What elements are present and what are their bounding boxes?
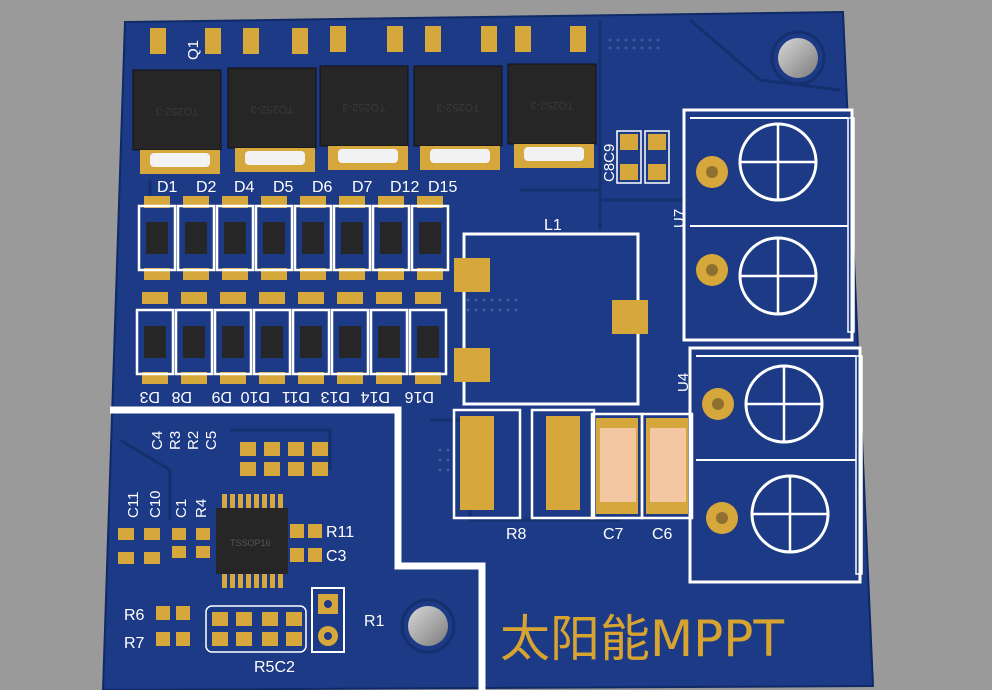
label-c5: C5: [203, 431, 220, 450]
mosfet-package-label-5: TO252-3: [530, 99, 573, 111]
label-d3: D3: [139, 388, 160, 405]
mounting-hole-bottom: [400, 598, 456, 654]
label-c6: C6: [652, 526, 673, 543]
label-d5: D5: [273, 179, 294, 196]
label-d10: D10: [241, 388, 270, 405]
label-r8: R8: [506, 526, 527, 543]
passive-r5-c2: [205, 605, 307, 653]
control-ic: [216, 494, 288, 588]
label-r11: R11: [326, 524, 354, 541]
label-c7: C7: [603, 526, 624, 543]
label-l1: L1: [544, 217, 562, 234]
passive-array-left: [118, 528, 210, 564]
mosfet-package-label-1: TO252-3: [155, 105, 198, 117]
label-d13: D13: [321, 388, 350, 405]
label-r1: R1: [364, 613, 385, 630]
label-r7: R7: [124, 635, 145, 652]
mosfet-package-label-4: TO252-3: [436, 101, 479, 113]
label-c10: C10: [147, 490, 164, 518]
label-c3: C3: [326, 548, 347, 565]
label-d9: D9: [211, 388, 232, 405]
label-d4: D4: [234, 179, 255, 196]
diode-row-top: [137, 196, 450, 280]
label-c11: C11: [125, 492, 142, 518]
mosfet-package-label-3: TO252-3: [342, 101, 385, 113]
label-d7: D7: [352, 179, 373, 196]
label-d12: D12: [390, 179, 419, 196]
label-c8c9: C8C9: [601, 144, 618, 182]
terminal-block-u7: [682, 108, 855, 342]
mosfet-package-label-2: TO252-3: [250, 103, 293, 115]
silk-divider: [110, 406, 486, 690]
label-r2: R2: [185, 431, 202, 450]
passive-r11-c3: [290, 524, 322, 562]
label-d14: D14: [361, 388, 390, 405]
q1-label: Q1: [185, 40, 202, 60]
caps-c7-c6: [590, 412, 694, 520]
label-d1: D1: [157, 179, 178, 196]
label-c1: C1: [173, 499, 190, 518]
jumper-r1: [311, 587, 345, 653]
label-r6: R6: [124, 607, 145, 624]
label-d2: D2: [196, 179, 217, 196]
label-u4: U4: [675, 373, 692, 392]
label-r4: R4: [193, 499, 210, 518]
label-d6: D6: [312, 179, 333, 196]
label-u7: U7: [671, 209, 688, 228]
label-d16: D16: [405, 388, 434, 405]
label-c4: C4: [149, 431, 166, 450]
label-r3: R3: [167, 431, 184, 450]
inductor-l1: [454, 232, 648, 406]
mounting-hole-top-right: [770, 30, 826, 86]
shunt-resistors-r8: [452, 408, 596, 520]
passive-array-top: [240, 442, 328, 476]
diode-row-bottom: [135, 292, 448, 384]
mosfet-row: [132, 26, 597, 174]
label-d8: D8: [171, 388, 192, 405]
label-d15: D15: [428, 179, 457, 196]
label-r5c2: R5C2: [254, 659, 295, 676]
label-d11: D11: [282, 388, 310, 405]
terminal-block-u4: [688, 346, 863, 584]
caps-c8-c9: [616, 130, 670, 184]
passive-r6-r7: [156, 606, 190, 646]
ic-label: TSSOP16: [230, 538, 271, 548]
board-title: 太阳能MPPT: [500, 610, 784, 668]
